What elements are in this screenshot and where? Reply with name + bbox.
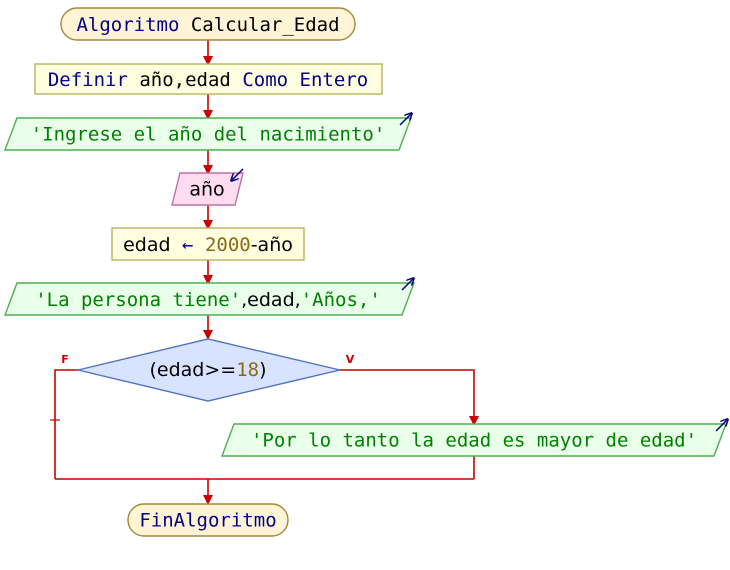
- output-block-1: 'Ingrese el año del nacimiento': [3, 114, 413, 151]
- algorithm-name: Calcular_Edad: [191, 14, 340, 36]
- true-label: V: [346, 353, 355, 366]
- define-space1: [128, 69, 139, 91]
- end-shape: [127, 503, 289, 537]
- define-space2: [231, 69, 242, 91]
- output-block-3: 'Por lo tanto la edad es mayor de edad': [220, 420, 728, 457]
- input-block: año: [171, 168, 244, 206]
- start-text: Algoritmo Calcular_Edad: [76, 14, 339, 36]
- input-shape: [171, 172, 244, 206]
- start-space: [179, 14, 190, 36]
- define-vars: año,edad: [139, 69, 231, 91]
- assign-number: 2000: [205, 234, 251, 256]
- define-keyword: Definir: [48, 69, 128, 91]
- assign-space2: [193, 234, 204, 256]
- input-arrow-icon: [232, 168, 244, 180]
- output-2-shape: [3, 282, 416, 316]
- assign-block: edad ← 2000-año: [111, 227, 305, 261]
- connectors: [50, 40, 479, 505]
- input-text: año: [189, 179, 224, 201]
- decision-number: 18: [236, 359, 259, 381]
- assign-rest: -año: [251, 234, 293, 256]
- start-shape: [60, 7, 356, 41]
- define-block: Definir año,edad Como Entero: [34, 63, 383, 95]
- decision-text: (edad>=18): [149, 359, 266, 381]
- output-2-var: ,edad,: [241, 289, 301, 311]
- end-terminal: FinAlgoritmo: [127, 503, 289, 537]
- false-label: F: [61, 353, 69, 366]
- assign-text: edad ← 2000-año: [123, 234, 293, 256]
- decision-block: (edad>=18) F V: [61, 338, 355, 402]
- decision-close: ): [259, 359, 266, 381]
- output-3-text: 'Por lo tanto la edad es mayor de edad': [251, 430, 697, 452]
- output-2-text: 'La persona tiene',edad,'Años,': [35, 289, 381, 311]
- output-1-shape: [3, 117, 413, 151]
- define-space3: [288, 69, 299, 91]
- output-arrow-icon-1: [399, 114, 411, 126]
- assign-space1: [171, 234, 182, 256]
- output-2-string-2: 'Años,': [301, 289, 381, 311]
- end-text: FinAlgoritmo: [139, 510, 276, 532]
- output-arrow-icon-2: [401, 279, 413, 291]
- output-3-shape: [220, 423, 728, 457]
- decision-open: (edad>=: [149, 359, 236, 381]
- connector-decision-true: [340, 369, 479, 426]
- output-arrow-icon-3: [715, 420, 727, 432]
- start-terminal: Algoritmo Calcular_Edad: [60, 7, 356, 41]
- output-block-2: 'La persona tiene',edad,'Años,': [3, 279, 416, 316]
- decision-shape: [77, 338, 341, 402]
- define-shape: [34, 63, 383, 95]
- output-2-string-1: 'La persona tiene': [35, 289, 241, 311]
- assign-target: edad: [123, 234, 170, 256]
- assign-shape: [111, 227, 305, 261]
- start-keyword: Algoritmo: [76, 14, 179, 36]
- assign-arrow: ←: [182, 234, 193, 256]
- define-type: Entero: [300, 69, 369, 91]
- define-text: Definir año,edad Como Entero: [48, 69, 368, 91]
- output-1-text: 'Ingrese el año del nacimiento': [31, 124, 386, 146]
- connector-decision-false: [54, 369, 78, 479]
- define-como: Como: [242, 69, 288, 91]
